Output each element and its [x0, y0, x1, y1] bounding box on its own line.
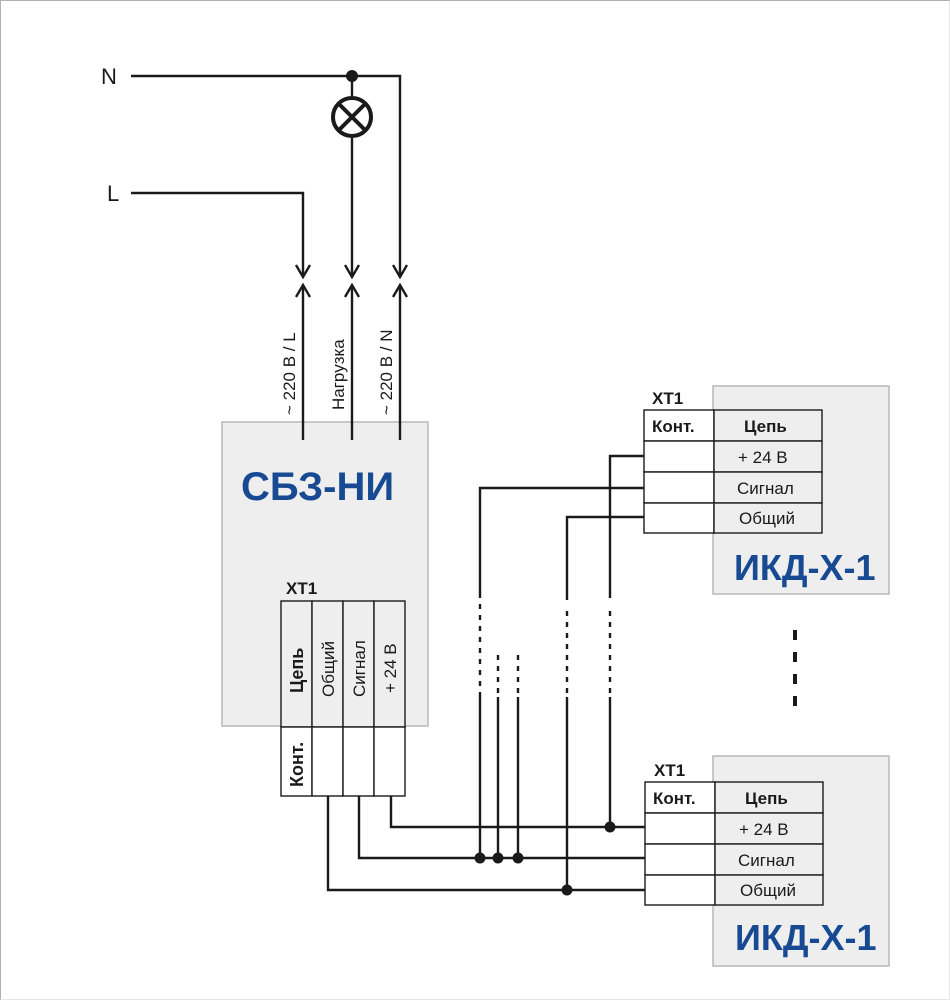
junction-dot: [512, 852, 524, 864]
detector2-xt1-label: XT1: [654, 761, 685, 780]
line-wire: [131, 191, 305, 275]
junction-dot: [561, 884, 573, 896]
detector2-circuit-24v: + 24 В: [739, 820, 789, 839]
neutral-wire: [131, 74, 402, 275]
detector1-circuit-common: Общий: [739, 509, 795, 528]
supply-wires: [131, 70, 409, 440]
controller-contact-header: Конт.: [287, 742, 307, 787]
wire-signal: [357, 796, 645, 860]
input-label-l: ~ 220 В / L: [280, 332, 299, 415]
detector2-contact-header: Конт.: [653, 789, 696, 808]
detector2-terminal-block: [644, 781, 824, 906]
controller-circuit-signal: Сигнал: [350, 640, 369, 697]
line-label: L: [107, 181, 119, 206]
branch-24v-top: [608, 454, 644, 598]
input-label-load: Нагрузка: [329, 339, 348, 410]
detector2-title: ИКД-Х-1: [735, 917, 877, 958]
branch-common-top: [565, 515, 644, 600]
arrow-up-icon: [343, 282, 361, 298]
detector1-circuit-signal: Сигнал: [737, 479, 794, 498]
controller-terminal-block: [280, 600, 406, 797]
arrow-down-icon: [391, 264, 409, 280]
junction-dot: [474, 852, 486, 864]
junction-dot: [492, 852, 504, 864]
arrow-up-icon: [391, 282, 409, 298]
detector2-circuit-header: Цепь: [745, 789, 788, 808]
junction-dot: [604, 821, 616, 833]
wire-common: [326, 796, 645, 892]
controller-circuit-common: Общий: [319, 641, 338, 697]
detector1-circuit-24v: + 24 В: [738, 448, 788, 467]
controller-xt1-label: XT1: [286, 579, 317, 598]
arrow-up-icon: [294, 282, 312, 298]
arrow-down-icon: [294, 264, 312, 280]
detector1-circuit-header: Цепь: [744, 417, 787, 436]
detector2-circuit-common: Общий: [740, 881, 796, 900]
arrow-down-icon: [343, 264, 361, 280]
detector1-terminal-block: [643, 409, 823, 534]
neutral-junction-dot: [346, 70, 358, 82]
controller-circuit-24v: + 24 В: [381, 643, 400, 693]
lamp-icon: [331, 96, 373, 138]
detector1-xt1-label: XT1: [652, 389, 683, 408]
detector1-title: ИКД-Х-1: [734, 547, 876, 588]
branch-signal-top: [478, 486, 644, 598]
bus-wires: [326, 454, 645, 896]
detector2-circuit-signal: Сигнал: [738, 851, 795, 870]
neutral-label: N: [101, 64, 117, 89]
controller-title: СБЗ-НИ: [241, 465, 394, 509]
input-label-n: ~ 220 В / N: [377, 329, 396, 415]
detector1-contact-header: Конт.: [652, 417, 695, 436]
controller-circuit-header: Цепь: [287, 648, 307, 693]
wire-24v: [389, 796, 645, 829]
